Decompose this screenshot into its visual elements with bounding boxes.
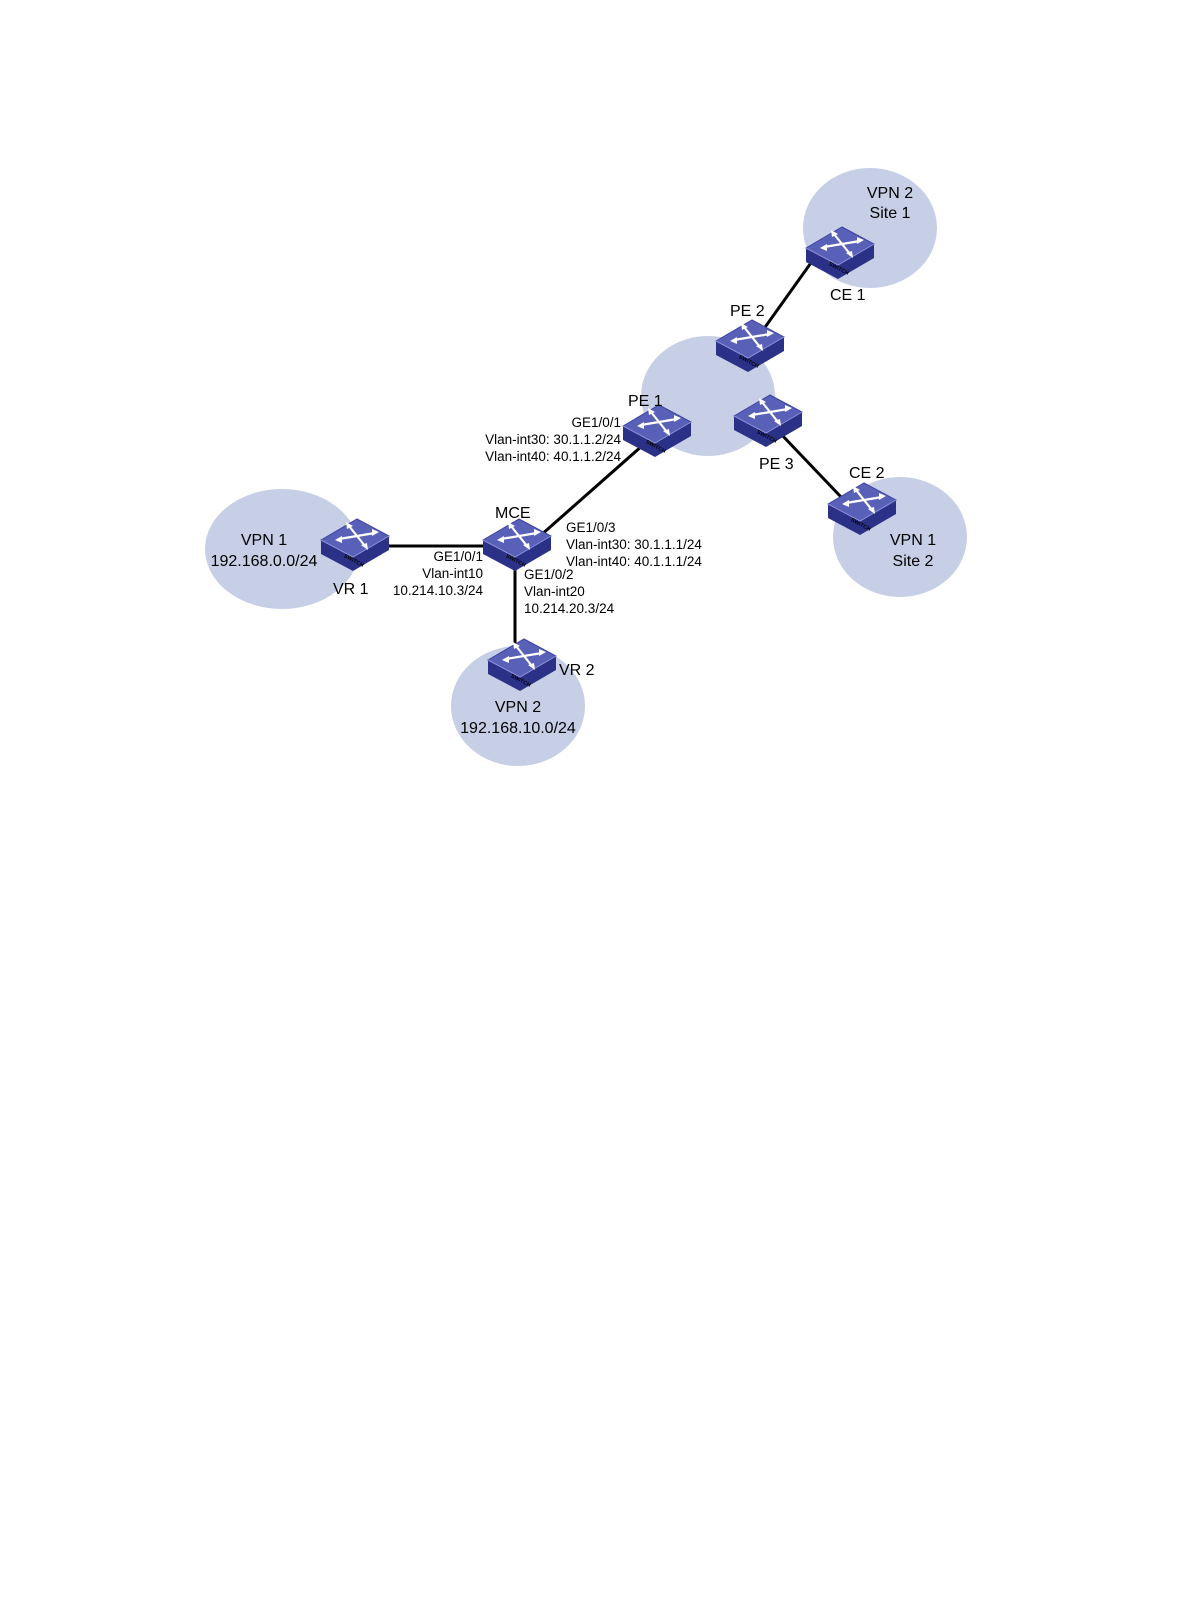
mce-vlan40-label: Vlan-int40: 40.1.1.1/24 — [566, 554, 702, 569]
vpn2-bottom-label-1: VPN 2 — [495, 699, 541, 716]
vpn2-site1-label-1: VPN 2 — [867, 185, 913, 202]
mce-pe-port-label: GE1/0/3 — [566, 520, 616, 535]
mce-vlan20-ip-label: 10.214.20.3/24 — [524, 601, 615, 616]
mce-label: MCE — [495, 505, 531, 522]
pe2-label: PE 2 — [730, 303, 765, 320]
pe1-vlan40-label: Vlan-int40: 40.1.1.2/24 — [485, 449, 621, 464]
pe1-vlan30-label: Vlan-int30: 30.1.1.2/24 — [485, 432, 621, 447]
mce-vlan10-ip-label: 10.214.10.3/24 — [393, 583, 484, 598]
mce-vr2-port-label: GE1/0/2 — [524, 567, 574, 582]
ce1-label: CE 1 — [830, 287, 866, 304]
pe1-port-label: GE1/0/1 — [571, 415, 621, 430]
mce-vlan20-label: Vlan-int20 — [524, 584, 585, 599]
vpn1-site2-label-1: VPN 1 — [890, 532, 936, 549]
vr1-label: VR 1 — [333, 581, 369, 598]
vpn2-site1-label-2: Site 1 — [870, 205, 911, 222]
vpn1-left-label-1: VPN 1 — [241, 532, 287, 549]
mce-vlan30-label: Vlan-int30: 30.1.1.1/24 — [566, 537, 702, 552]
mce-vr1-port-label: GE1/0/1 — [433, 549, 483, 564]
vr2-label: VR 2 — [559, 662, 595, 679]
mce-switch-icon — [483, 519, 551, 571]
mce-vlan10-label: Vlan-int10 — [422, 566, 483, 581]
vpn2-bottom-label-2: 192.168.10.0/24 — [460, 720, 576, 737]
vpn1-site2-label-2: Site 2 — [893, 553, 934, 570]
pe1-label: PE 1 — [628, 393, 663, 410]
vpn1-left-label-2: 192.168.0.0/24 — [211, 553, 318, 570]
link-ce1-pe2 — [758, 253, 818, 337]
pe3-label: PE 3 — [759, 456, 794, 473]
ce2-label: CE 2 — [849, 465, 885, 482]
